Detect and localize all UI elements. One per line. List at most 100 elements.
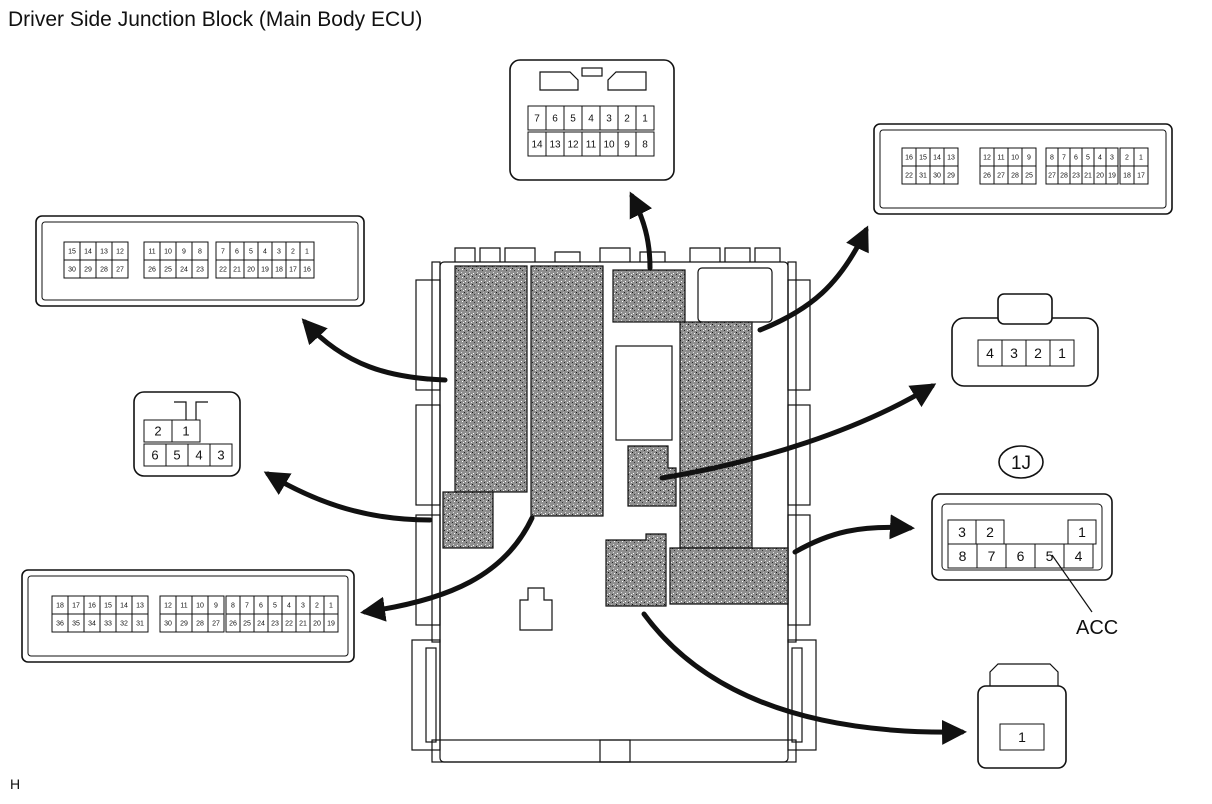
pin-cell bbox=[976, 543, 1007, 569]
pin-number: 1 bbox=[1018, 729, 1026, 745]
pin-number: 18 bbox=[275, 267, 283, 274]
pin-number: 3 bbox=[217, 448, 224, 463]
pin-number: 25 bbox=[243, 621, 251, 628]
pin-number: 4 bbox=[287, 603, 291, 610]
pin-number: 2 bbox=[291, 249, 295, 256]
pin-number: 5 bbox=[173, 448, 180, 463]
pin-number: 12 bbox=[983, 155, 991, 162]
connector-1j-row1-right: 1 bbox=[1067, 519, 1097, 545]
pin-number: 8 bbox=[1050, 155, 1054, 162]
pin-cell bbox=[209, 443, 233, 467]
pin-number: 4 bbox=[986, 345, 994, 361]
pin-number: 8 bbox=[959, 548, 967, 564]
pin-number: 2 bbox=[986, 524, 994, 540]
pin-number: 20 bbox=[247, 267, 255, 274]
top-right-g1-r2: 22 31 30 29 bbox=[901, 165, 959, 185]
pin-number: 14 bbox=[84, 249, 92, 256]
pin-number: 3 bbox=[1010, 345, 1018, 361]
pin-number: 2 bbox=[315, 603, 319, 610]
pin-number: 7 bbox=[245, 603, 249, 610]
pin-number: 16 bbox=[303, 267, 311, 274]
pin-number: 27 bbox=[997, 173, 1005, 180]
pin-cell bbox=[1005, 543, 1036, 569]
pin-number: 28 bbox=[196, 621, 204, 628]
pin-number: 4 bbox=[588, 114, 594, 125]
pin-cell bbox=[975, 519, 1005, 545]
pin-cell bbox=[635, 131, 655, 157]
pin-number: 30 bbox=[933, 173, 941, 180]
pin-number: 14 bbox=[531, 140, 543, 151]
pin-cell bbox=[1025, 339, 1051, 367]
pin-number: 3 bbox=[277, 249, 281, 256]
pin-number: 15 bbox=[919, 155, 927, 162]
pin-number: 3 bbox=[606, 114, 612, 125]
pin-number: 16 bbox=[88, 603, 96, 610]
pin-number: 30 bbox=[68, 267, 76, 274]
pin-number: 6 bbox=[1074, 155, 1078, 162]
pin-number: 21 bbox=[299, 621, 307, 628]
pin-number: 2 bbox=[1034, 345, 1042, 361]
pin-number: 15 bbox=[68, 249, 76, 256]
pin-cell bbox=[1049, 339, 1075, 367]
pin-cell bbox=[1034, 543, 1065, 569]
pin-number: 7 bbox=[221, 249, 225, 256]
arrow-to-top-right-connector bbox=[757, 225, 869, 333]
pin-number: 10 bbox=[603, 140, 615, 151]
pin-number: 6 bbox=[235, 249, 239, 256]
acc-callout-line bbox=[1051, 554, 1093, 613]
pin-number: 13 bbox=[100, 249, 108, 256]
pin-number: 22 bbox=[905, 173, 913, 180]
pin-number: 23 bbox=[271, 621, 279, 628]
pin-number: 4 bbox=[263, 249, 267, 256]
pin-number: 33 bbox=[104, 621, 112, 628]
pin-number: 6 bbox=[151, 448, 158, 463]
connector-1j-badge: 1J bbox=[998, 445, 1044, 479]
diagram-title: Driver Side Junction Block (Main Body EC… bbox=[8, 8, 423, 31]
pin-number: 31 bbox=[919, 173, 927, 180]
pin-number: 1 bbox=[642, 114, 648, 125]
pin-number: 9 bbox=[1027, 155, 1031, 162]
pin-number: 29 bbox=[947, 173, 955, 180]
pin-number: 14 bbox=[933, 155, 941, 162]
acc-callout-label: ACC bbox=[1076, 617, 1118, 639]
pin-number: 4 bbox=[1098, 155, 1102, 162]
pin-number: 8 bbox=[642, 140, 648, 151]
pin-number: 6 bbox=[259, 603, 263, 610]
pin-number: 9 bbox=[624, 140, 630, 151]
pin-number: 4 bbox=[1075, 548, 1083, 564]
pin-number: 5 bbox=[249, 249, 253, 256]
pin-number: 16 bbox=[905, 155, 913, 162]
pin-number: 5 bbox=[570, 114, 576, 125]
pin-number: 5 bbox=[1046, 548, 1054, 564]
shaded-sockets bbox=[442, 265, 789, 607]
pin-cell bbox=[131, 613, 149, 633]
arrow-to-1j-connector bbox=[792, 514, 915, 555]
pin-number: 10 bbox=[196, 603, 204, 610]
pin-number: 11 bbox=[997, 155, 1004, 162]
bottom-right-pin: 1 bbox=[999, 723, 1045, 751]
pin-number: 19 bbox=[1108, 173, 1116, 180]
pin-number: 10 bbox=[164, 249, 172, 256]
pin-number: 20 bbox=[1096, 173, 1104, 180]
pin-cell bbox=[1021, 165, 1037, 185]
pin-cell bbox=[1133, 165, 1149, 185]
pin-number: 15 bbox=[104, 603, 112, 610]
pin-cell bbox=[111, 259, 129, 279]
pin-cell bbox=[323, 613, 339, 633]
pin-number: 17 bbox=[72, 603, 80, 610]
pin-number: 25 bbox=[1025, 173, 1033, 180]
pin-number: 5 bbox=[1086, 155, 1090, 162]
pin-number: 32 bbox=[120, 621, 128, 628]
pin-number: 18 bbox=[56, 603, 64, 610]
pin-number: 36 bbox=[56, 621, 64, 628]
pin-number: 12 bbox=[164, 603, 172, 610]
